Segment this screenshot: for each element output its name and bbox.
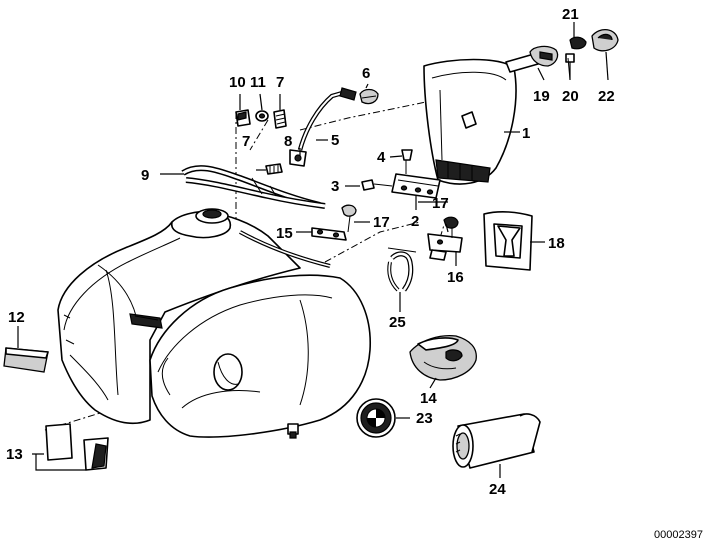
document-code: 00002397 (654, 529, 703, 541)
parts-10-11-7-hardware (235, 109, 287, 129)
callout-17a: 17 (373, 214, 390, 231)
callout-22: 22 (598, 88, 615, 105)
callout-15: 15 (276, 225, 293, 242)
callout-14: 14 (420, 390, 437, 407)
callout-6: 6 (362, 65, 370, 82)
callout-16: 16 (447, 269, 464, 286)
callout-1: 1 (522, 125, 530, 142)
part-16-holder (427, 216, 463, 261)
callout-11: 11 (250, 74, 266, 91)
callout-13: 13 (6, 446, 23, 463)
part-24-tube (452, 413, 541, 469)
callout-4: 4 (377, 149, 386, 166)
part-13-pads (45, 423, 109, 471)
callout-5: 5 (331, 132, 339, 149)
callout-9: 9 (141, 167, 149, 184)
part-2-bracket (361, 149, 441, 199)
callout-10: 10 (229, 74, 246, 91)
callout-19: 19 (533, 88, 550, 105)
part-12-strip (3, 347, 49, 373)
callout-8: 8 (284, 133, 292, 150)
callout-24: 24 (489, 481, 506, 498)
callout-labels: 1 2 3 4 5 6 7 7 8 9 10 11 12 13 14 15 16… (6, 6, 615, 498)
part-1-fairing (423, 58, 517, 185)
part-23-emblem (356, 398, 396, 438)
part-9-hose (181, 165, 326, 209)
parts-19-22-lever (505, 29, 619, 81)
fuel-tank (57, 208, 371, 439)
callout-17b: 17 (432, 195, 449, 212)
part-14-pad (409, 334, 477, 381)
callout-7a: 7 (276, 74, 284, 91)
callout-2: 2 (411, 213, 419, 230)
part-15-clamp (311, 204, 357, 241)
callout-7b: 7 (242, 133, 250, 150)
callout-18: 18 (548, 235, 565, 252)
leader-lines (17, 22, 609, 478)
callout-21: 21 (562, 6, 579, 23)
callout-23: 23 (416, 410, 433, 427)
part-6-screw (359, 88, 379, 105)
part-18-frame (483, 211, 533, 271)
part-25-clip (387, 247, 417, 292)
callout-3: 3 (331, 178, 339, 195)
callout-20: 20 (562, 88, 579, 105)
callout-12: 12 (8, 309, 25, 326)
callout-25: 25 (389, 314, 406, 331)
part-5-cable (265, 87, 357, 175)
